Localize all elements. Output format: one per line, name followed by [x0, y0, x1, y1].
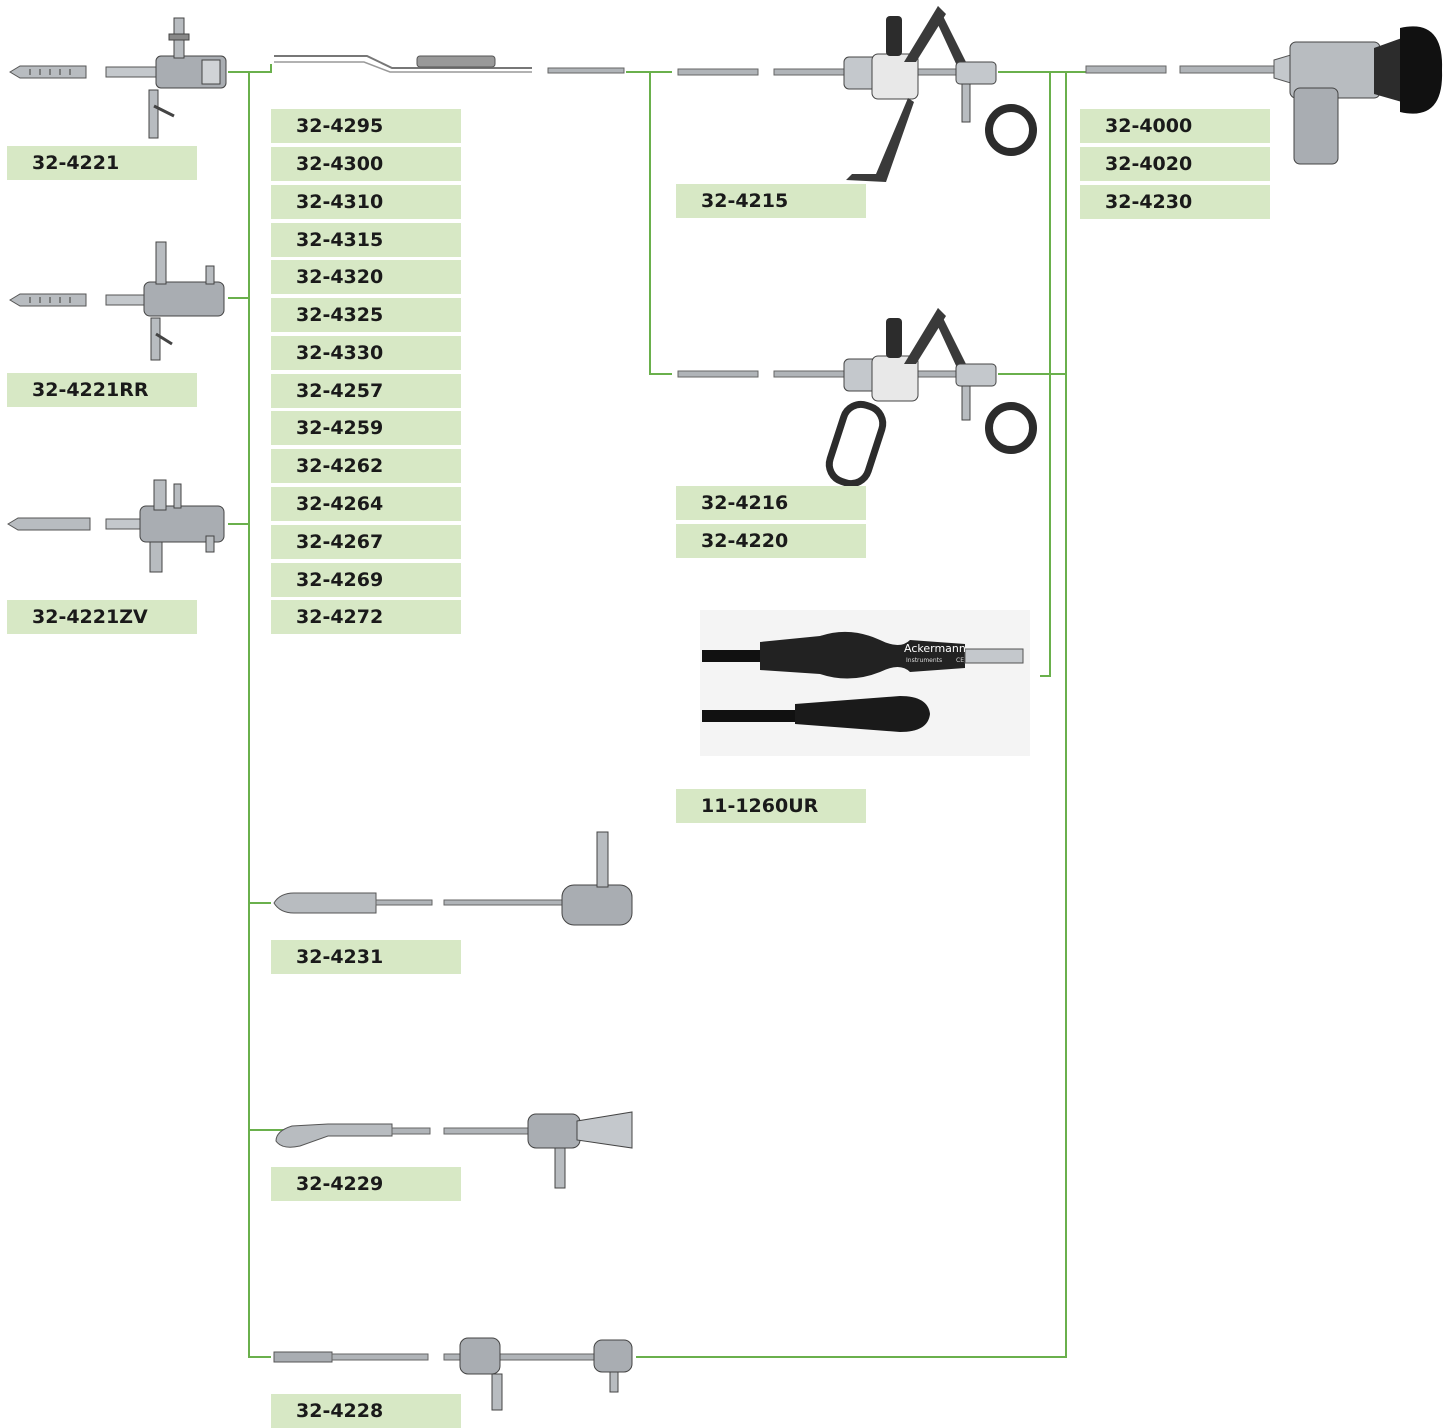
sheath-c-label: 32-4221ZV: [7, 600, 197, 634]
hf-cable-image: Ackermann Instruments CE: [700, 610, 1030, 756]
electrode-label: 32-4269: [271, 563, 461, 597]
telescope-label: 32-4000: [1080, 109, 1270, 143]
working-element-b-label: 32-4216: [676, 486, 866, 520]
connector-cable: [1040, 72, 1051, 677]
resectoscope-sheath-zv-image: [6, 476, 231, 576]
electrode-label: 32-4310: [271, 185, 461, 219]
cable-brand-sub: Instruments: [906, 657, 942, 664]
electrode-label: 32-4272: [271, 600, 461, 634]
bridge-image: [272, 1330, 637, 1415]
electrode-label: 32-4295: [271, 109, 461, 143]
obturator-image: [272, 830, 637, 940]
cable-ce-mark: CE: [956, 657, 964, 664]
working-element-a-label: 32-4215: [676, 184, 866, 218]
electrode-label: 32-4264: [271, 487, 461, 521]
electrode-image: [272, 48, 632, 88]
electrode-label: 32-4259: [271, 411, 461, 445]
obturator-b-label: 32-4229: [271, 1167, 461, 1201]
cable-brand: Ackermann: [904, 642, 966, 655]
electrode-label: 32-4320: [271, 260, 461, 294]
connector-bridge: [636, 72, 1067, 1358]
working-element-b-label: 32-4220: [676, 524, 866, 558]
working-element-image: [676, 2, 1041, 187]
working-element-passive-image: [676, 304, 1041, 489]
electrode-label: 32-4300: [271, 147, 461, 181]
sheath-a-label: 32-4221: [7, 146, 197, 180]
electrode-label: 32-4262: [271, 449, 461, 483]
connector-paths: [228, 64, 1086, 1358]
telescope-label: 32-4230: [1080, 185, 1270, 219]
connector-sheaths-trunk: [228, 71, 271, 1358]
electrode-label: 32-4267: [271, 525, 461, 559]
telescope-label: 32-4020: [1080, 147, 1270, 181]
resectoscope-sheath-image: [6, 8, 231, 143]
obturator-a-label: 32-4231: [271, 940, 461, 974]
electrode-label: 32-4325: [271, 298, 461, 332]
telescope-image: [1084, 18, 1449, 168]
electrode-label: 32-4315: [271, 223, 461, 257]
hf-cable-label: 11-1260UR: [676, 789, 866, 823]
connector-we-b: [649, 72, 672, 375]
electrode-label: 32-4330: [271, 336, 461, 370]
resectoscope-sheath-rr-image: [6, 238, 231, 368]
visual-obturator-image: [272, 1106, 637, 1196]
connector-electrodes: [249, 64, 272, 73]
bridge-label: 32-4228: [271, 1394, 461, 1428]
electrode-label: 32-4257: [271, 374, 461, 408]
sheath-b-label: 32-4221RR: [7, 373, 197, 407]
